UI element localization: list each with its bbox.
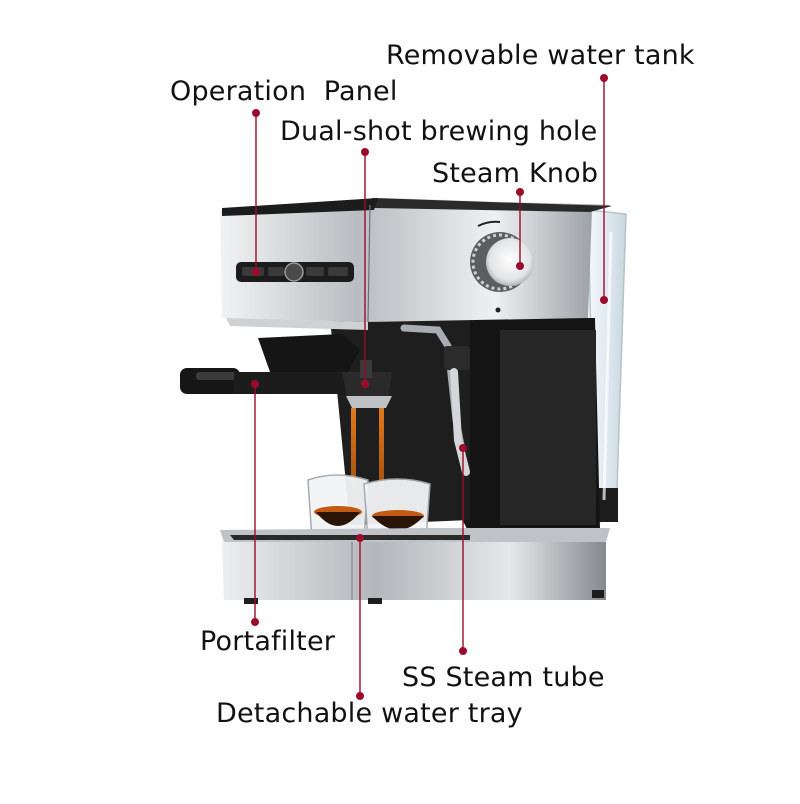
label-steam-tube: SS Steam tube [402, 662, 605, 693]
water-tray [220, 528, 610, 604]
machine-body [330, 318, 600, 535]
label-water-tray: Detachable water tray [216, 698, 523, 729]
label-brewing-hole: Dual-shot brewing hole [280, 116, 598, 147]
coffee-streams [351, 408, 384, 488]
steam-knob [470, 220, 534, 313]
label-water-tank: Removable water tank [386, 40, 695, 71]
top-housing [220, 198, 612, 330]
label-operation-panel: Operation Panel [170, 76, 398, 107]
portafilter [180, 334, 392, 408]
label-portafilter: Portafilter [200, 626, 336, 657]
leader-lines [251, 74, 608, 700]
label-steam-knob: Steam Knob [432, 158, 599, 189]
